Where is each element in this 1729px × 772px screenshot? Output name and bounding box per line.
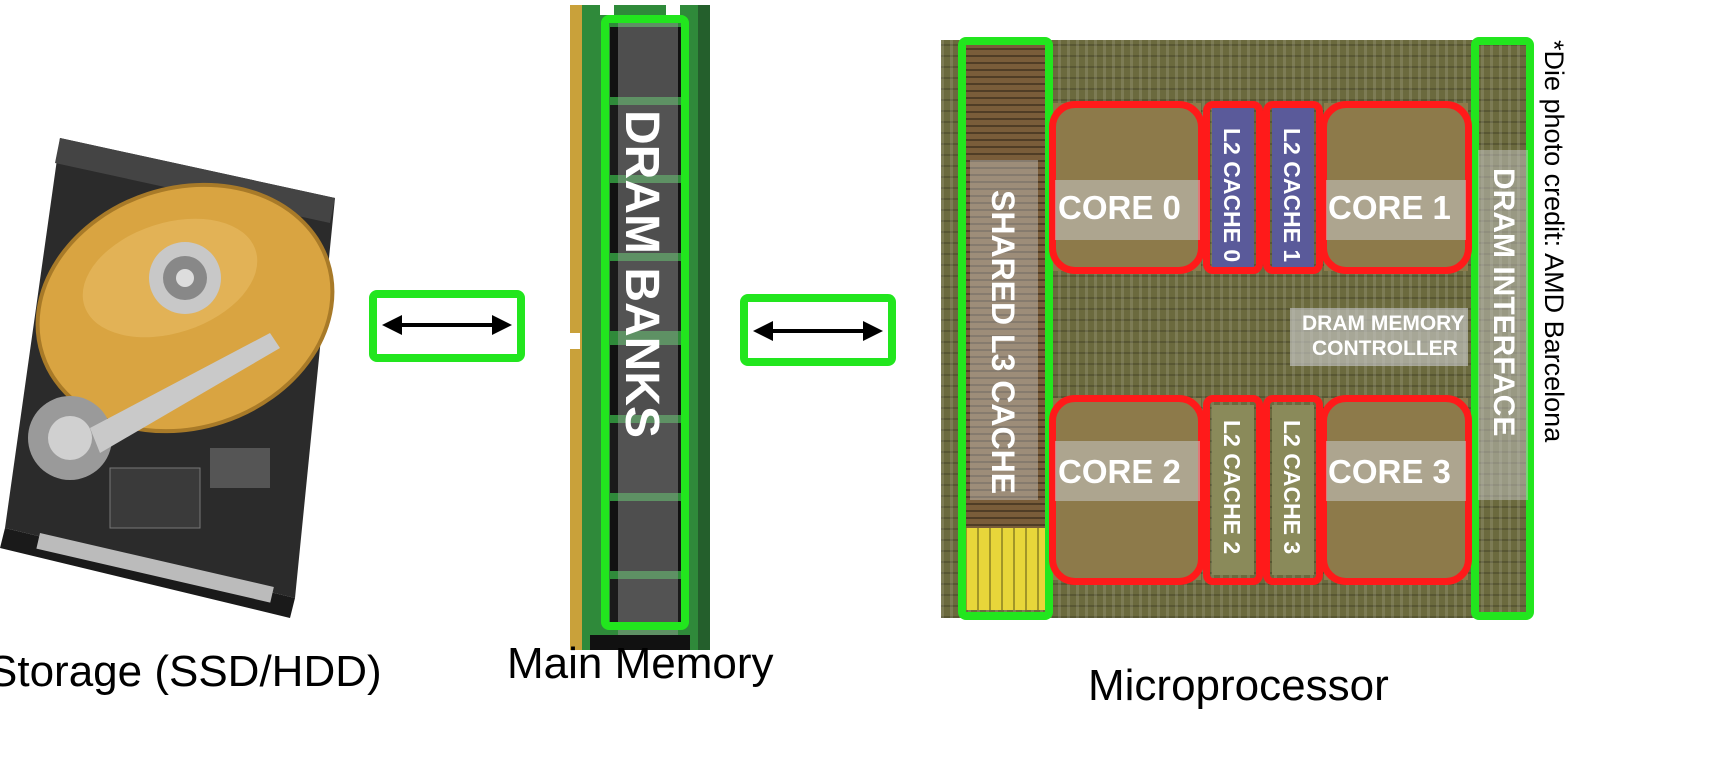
dram-banks-highlight xyxy=(601,15,689,630)
bidirectional-arrow-icon xyxy=(753,321,883,341)
dram-interface-label-bg xyxy=(1478,150,1528,500)
l2-cache-2-highlight xyxy=(1203,395,1263,585)
l2-cache-0-highlight xyxy=(1203,101,1263,274)
dram-banks-label: DRAM BANKS xyxy=(615,110,668,438)
dram-interface-highlight xyxy=(1471,37,1534,620)
l3-cache-region xyxy=(965,45,1045,610)
shared-l3-highlight xyxy=(958,37,1053,620)
core-0-highlight xyxy=(1049,101,1205,274)
core-3-highlight xyxy=(1320,395,1472,585)
l2-cache-3-highlight xyxy=(1263,395,1323,585)
core-1-label: CORE 1 xyxy=(1328,189,1451,226)
l2-cache-1-region xyxy=(1272,108,1314,268)
core-3-label: CORE 3 xyxy=(1328,453,1451,490)
storage-caption: Storage (SSD/HDD) xyxy=(0,647,382,696)
shared-l3-label-bg xyxy=(970,160,1038,500)
l2-cache-3-region xyxy=(1272,405,1314,575)
core-2-label: CORE 2 xyxy=(1058,453,1181,490)
l2-cache-0-region xyxy=(1212,108,1254,268)
l2-cache-2-region xyxy=(1212,405,1254,575)
microprocessor-caption: Microprocessor xyxy=(1088,661,1389,710)
core-0-label: CORE 0 xyxy=(1058,189,1181,226)
l3-cache-yellow-region xyxy=(965,528,1045,610)
core-1-highlight xyxy=(1320,101,1472,274)
dram-interface-label: DRAM INTERFACE xyxy=(1487,168,1520,437)
main-memory-caption: Main Memory xyxy=(507,639,774,688)
l2-cache-3-label: L2 CACHE 3 xyxy=(1279,420,1305,555)
l2-cache-2-label: L2 CACHE 2 xyxy=(1219,420,1245,555)
l2-cache-1-label: L2 CACHE 1 xyxy=(1279,128,1305,263)
storage-memory-link xyxy=(369,290,525,362)
core-1-label-bg xyxy=(1326,180,1466,240)
core-3-label-bg xyxy=(1326,441,1466,501)
hard-drive-icon xyxy=(0,138,335,618)
l2-cache-0-label: L2 CACHE 0 xyxy=(1219,128,1245,263)
shared-l3-label: SHARED L3 CACHE xyxy=(985,190,1021,495)
photo-credit: *Die photo credit: AMD Barcelona xyxy=(1539,40,1569,443)
core-2-label-bg xyxy=(1055,441,1200,501)
core-0-label-bg xyxy=(1055,180,1200,240)
l2-cache-1-highlight xyxy=(1263,101,1323,274)
bidirectional-arrow-icon xyxy=(382,315,512,335)
memory-processor-link xyxy=(740,294,896,366)
mem-ctrl-label-bg xyxy=(1290,308,1468,366)
mem-ctrl-label-line-1: DRAM MEMORY xyxy=(1302,312,1465,335)
core-2-highlight xyxy=(1049,395,1205,585)
mem-ctrl-label-line-2: CONTROLLER xyxy=(1312,337,1458,360)
